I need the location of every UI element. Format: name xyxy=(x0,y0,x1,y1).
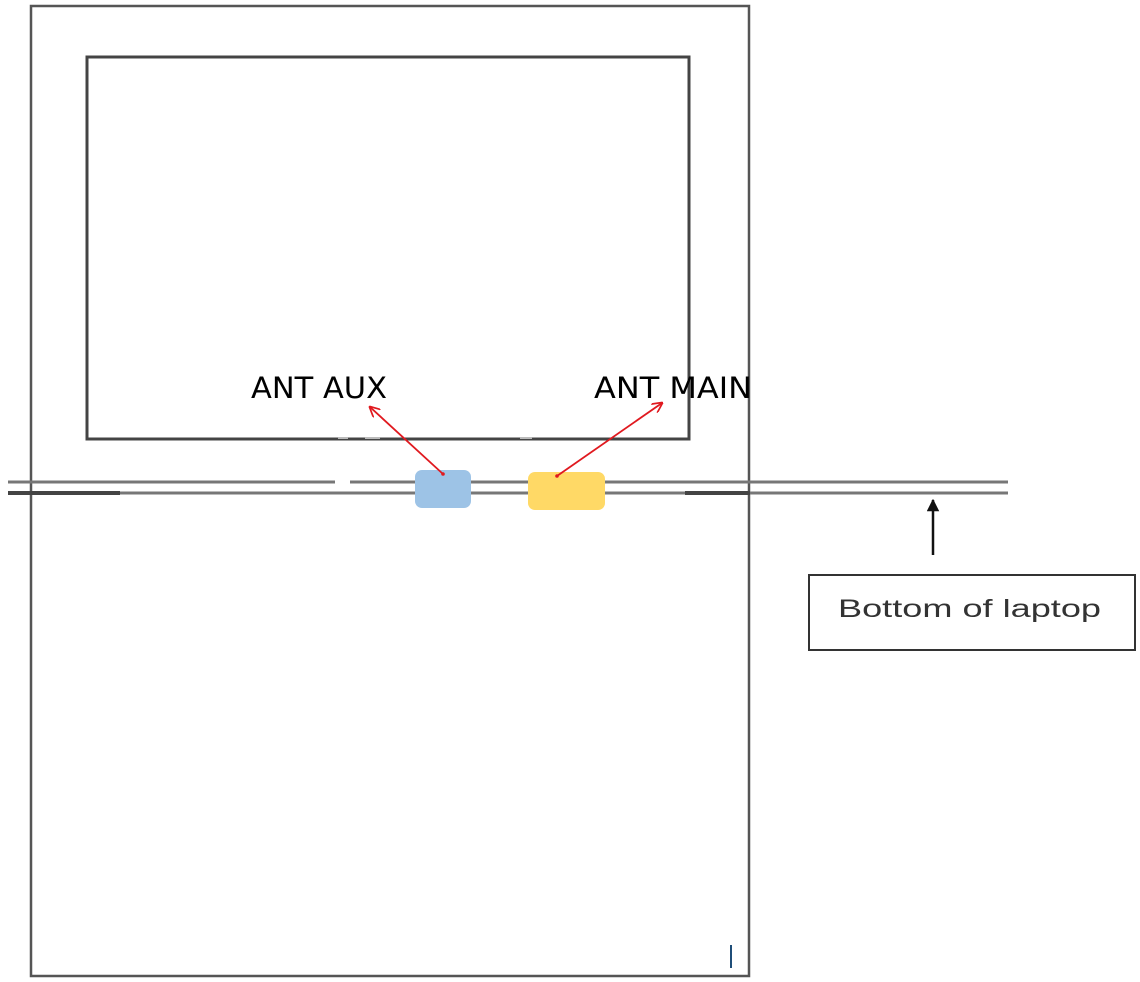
laptop-screen xyxy=(85,55,691,441)
ant-main-label: ANT MAIN xyxy=(594,371,752,405)
ant-main-arrow-origin xyxy=(555,474,559,478)
bottom-of-laptop-label: Bottom of laptop xyxy=(838,595,1101,623)
hinge-line xyxy=(8,480,1008,495)
ant-aux-label: ANT AUX xyxy=(251,371,387,405)
ant-main-arrow xyxy=(556,403,662,477)
bottom-of-laptop-box xyxy=(808,574,1136,651)
ant-aux-module xyxy=(415,470,471,508)
ant-main-module xyxy=(528,472,605,510)
ant-aux-arrow xyxy=(370,407,444,475)
ant-aux-arrow-origin xyxy=(441,472,445,476)
